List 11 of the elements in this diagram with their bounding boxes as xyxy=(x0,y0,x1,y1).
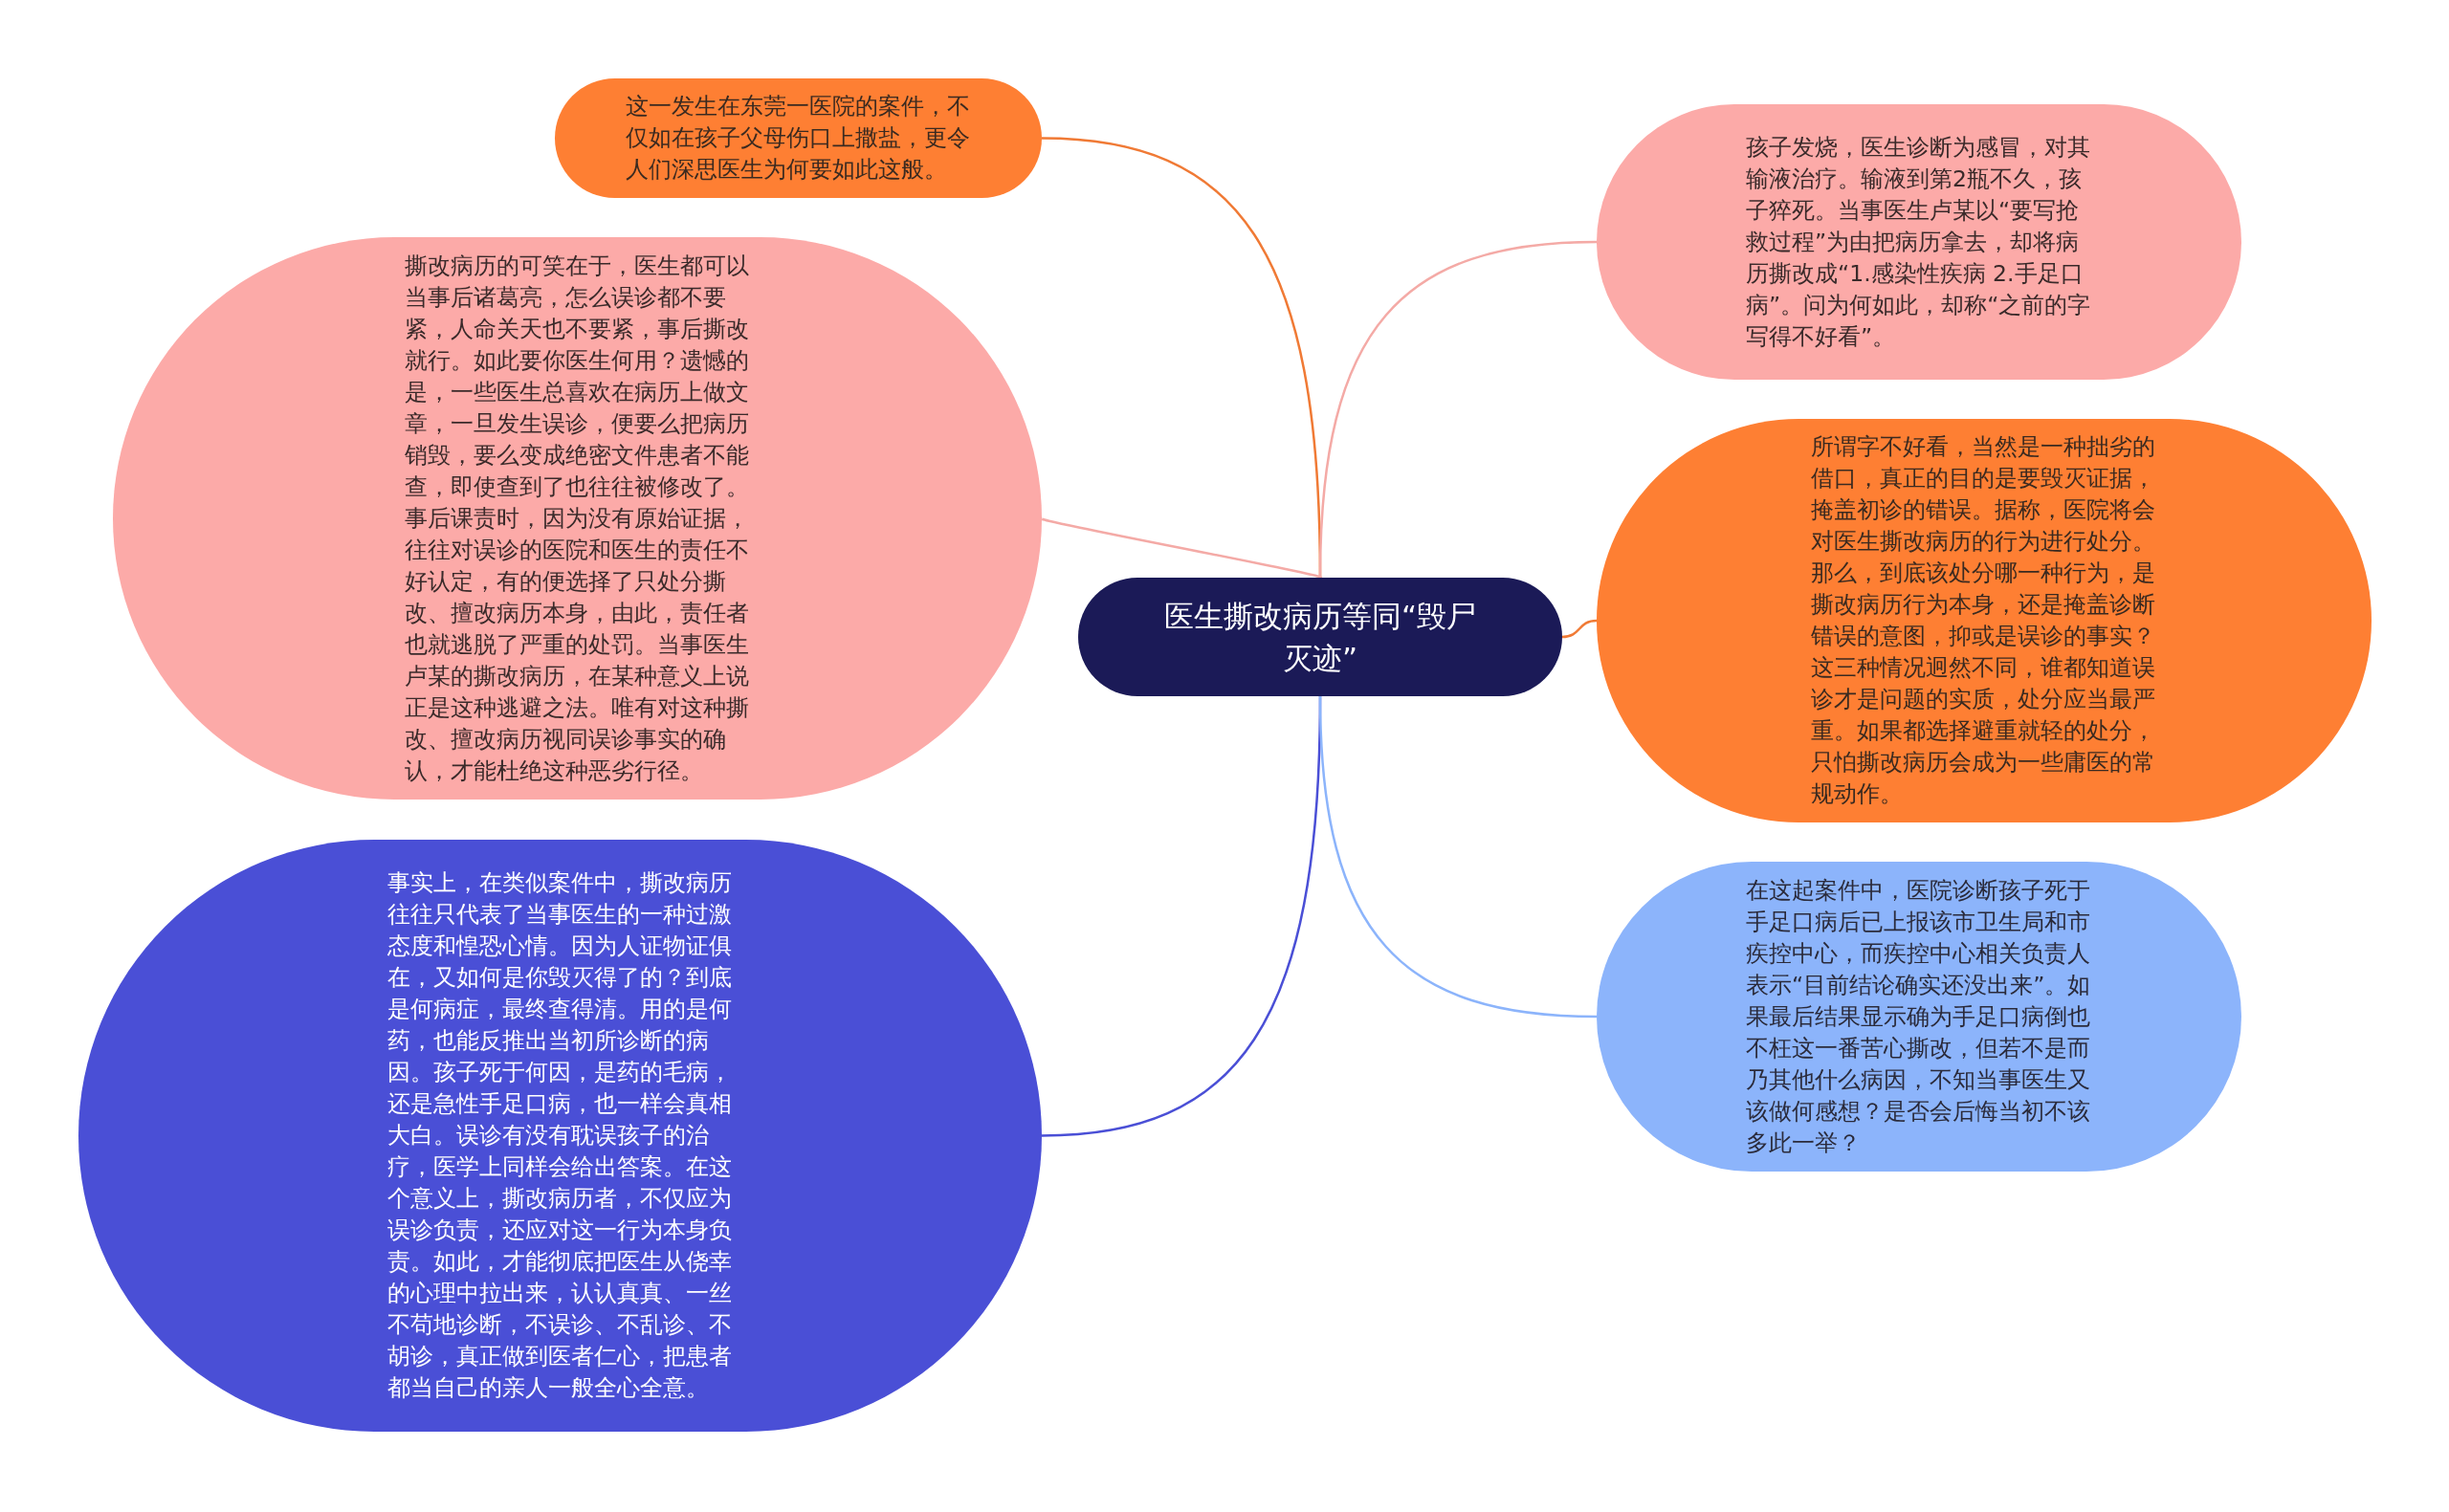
note-text: 所谓字不好看，当然是一种拙劣的借口，真正的目的是要毁灭证据，掩盖初诊的错误。据称，医院将会对医生撕改病历的行为进行处分。那么，到底该处分哪一种行为，是撕改病历行为本身，还是掩盖诊断错误的意图，抑或是误诊的事实？这三种情况迥然不同，谁都知道误诊才是问题的实质，处分应当最严重。如果都选择避重就轻的处分，只怕撕改病历会成为一些庸医的常规动作。 xyxy=(1811,432,2157,809)
connector-line xyxy=(1041,516,1321,580)
note-text: 事实上，在类似案件中，撕改病历往往只代表了当事医生的一种过激态度和惶恐心情。因为人证物证俱在，又如何是你毁灭得了的？到底是何病症，最终查得清。用的是何药，也能反推出当初所诊断的病因。孩子死于何因，是药的毛病，还是急性手足口病，也一样会真相大白。误诊有没有耽误孩子的治疗，医学上同样会给出答案。在这个意义上，撕改病历者，不仅应为误诊负责，还应对这一行为本身负责。如此，才能彻底把医生从侥幸的心理中拉出来，认认真真、一丝不苟地诊断，不误诊、不乱诊、不胡诊，真正做到医者仁心，把患者都当自己的亲人一般全心全意。 xyxy=(386,868,733,1403)
note-text: 撕改病历的可笑在于，医生都可以当事后诸葛亮，怎么误诊都不要紧，人命关天也不要紧，事后撕改就行。如此要你医生何用？遗憾的是，一些医生总喜欢在病历上做文章，一旦发生误诊，便要么把病历销毁，要么变成绝密文件患者不能查，即使查到了也往往被修改了。事后课责时，因为没有原始证据，往往对误诊的医院和医生的责任不好认定，有的便选择了只处分撕改、擅改病历本身，由此，责任者也就逃脱了严重的处罚。当事医生卢某的撕改病历，在某种意义上说正是这种逃避之法。唯有对这种撕改、擅改病历视同误诊事实的确认，才能杜绝这种恶劣行径。 xyxy=(404,251,750,786)
topic-text: 医生撕改病历等同“毁尸灭迹” xyxy=(1162,598,1478,677)
connector-line xyxy=(1318,695,1598,1019)
note-text: 在这起案件中，医院诊断孩子死于手足口病后已上报该市卫生局和市疾控中心，而疾控中心相关负责人表示“目前结论确实还没出来”。如果最后结果显示确为手足口病倒也不枉这一番苦心撕改，但若不是而乃其他什么病因，不知当事医生又该做何感想？是否会后悔当初不该多此一举？ xyxy=(1746,875,2092,1158)
note-text: 孩子发烧，医生诊断为感冒，对其输液治疗。输液到第2瓶不久，孩子猝死。当事医生卢某以“要写抢救过程”为由把病历拿去，却将病历撕改成“1.感染性疾病 2.手足口病”。问为何如此，却称“之前的字写得不好看”。 xyxy=(1746,132,2092,352)
connector-line xyxy=(1318,240,1598,579)
note-text: 这一发生在东莞一医院的案件，不仅如在孩子父母伤口上撒盐，更令人们深思医生为何要如此这般。 xyxy=(625,92,971,185)
connector-line xyxy=(1561,619,1598,639)
